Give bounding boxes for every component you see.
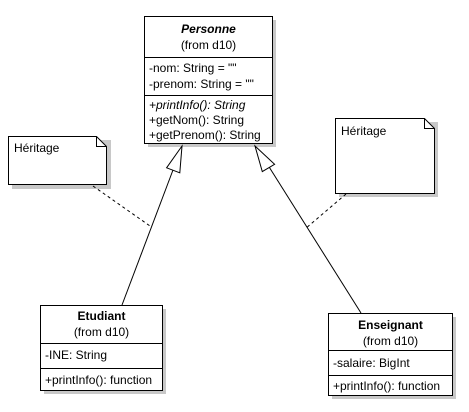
class-name-enseignant: Enseignant	[358, 318, 423, 332]
note-heritage-right[interactable]: Héritage	[335, 118, 439, 198]
operation-printinfo-enseignant: +printInfo(): function	[333, 379, 440, 393]
class-name-etudiant: Etudiant	[78, 309, 126, 323]
class-package-personne: (from d10)	[181, 38, 236, 52]
class-package-etudiant: (from d10)	[74, 325, 129, 339]
note-heritage-left[interactable]: Héritage	[8, 136, 112, 190]
attribute-salaire: -salaire: BigInt	[333, 356, 410, 370]
inheritance-arrowhead-right	[254, 144, 276, 173]
class-package-enseignant: (from d10)	[363, 334, 418, 348]
operation-getnom: +getNom(): String	[149, 113, 244, 127]
operation-getprenom: +getPrenom(): String	[149, 128, 261, 142]
note-text-right: Héritage	[341, 124, 387, 138]
operation-printinfo-etudiant: +printInfo(): function	[45, 373, 152, 387]
note-anchor-right	[304, 193, 347, 230]
operation-printinfo: +printInfo(): String	[149, 98, 246, 112]
class-personne[interactable]: Personne (from d10) -nom: String = "" -p…	[144, 16, 277, 148]
class-name-personne: Personne	[181, 22, 236, 36]
attribute-ine: -INE: String	[45, 348, 107, 362]
class-etudiant[interactable]: Etudiant (from d10) -INE: String +printI…	[40, 305, 167, 395]
attribute-nom: -nom: String = ""	[149, 61, 237, 75]
attribute-prenom: -prenom: String = ""	[149, 77, 254, 91]
note-text-left: Héritage	[14, 141, 60, 155]
generalization-etudiant-personne[interactable]	[121, 144, 183, 306]
generalization-enseignant-personne[interactable]	[254, 144, 362, 314]
class-enseignant[interactable]: Enseignant (from d10) -salaire: BigInt +…	[328, 313, 457, 400]
note-anchor-left	[92, 185, 151, 227]
inheritance-arrowhead-left	[165, 144, 183, 174]
